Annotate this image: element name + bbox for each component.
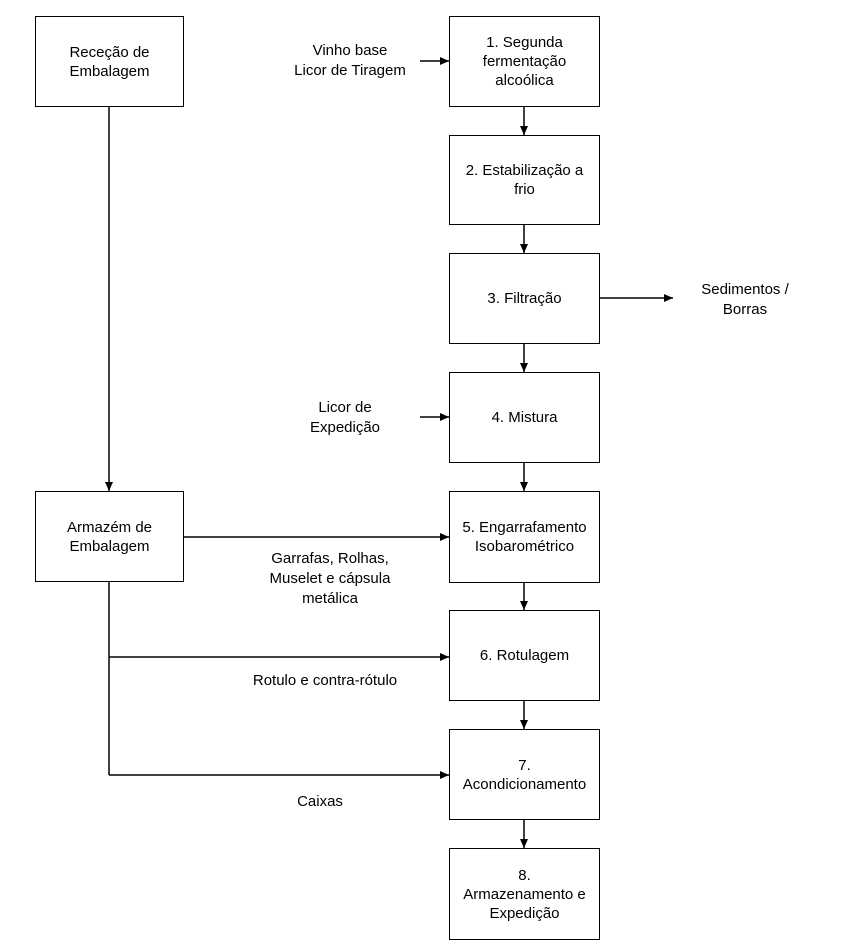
step-8-box: 8. Armazenamento e Expedição — [449, 848, 600, 940]
garrafas-label: Garrafas, Rolhas, Muselet e cápsula metá… — [269, 550, 391, 607]
licor-expedicao-label: Licor de Expedição — [309, 399, 381, 436]
step-4-box: 4. Mistura — [449, 372, 600, 463]
step-2-label: 2. Estabilização a frio — [465, 162, 584, 198]
step-7-box: 7. Acondicionamento — [449, 729, 600, 820]
step-3-label: 3. Filtração — [487, 290, 562, 307]
rotulo-label: Rotulo e contra-rótulo — [252, 672, 398, 689]
step-8-label: 8. Armazenamento e Expedição — [463, 866, 586, 922]
step-3-box: 3. Filtração — [449, 253, 600, 344]
caixas-label: Caixas — [297, 793, 343, 810]
vinho-base-label: Vinho base Licor de Tiragem — [294, 42, 406, 79]
step-1-box: 1. Segunda fermentação alcoólica — [449, 16, 600, 107]
step-5-box: 5. Engarrafamento Isobarométrico — [449, 491, 600, 583]
step-6-label: 6. Rotulagem — [479, 647, 570, 664]
step-1-label: 1. Segunda fermentação alcoólica — [482, 34, 567, 89]
step-4-label: 4. Mistura — [491, 409, 558, 426]
step-5-label: 5. Engarrafamento Isobarométrico — [462, 519, 587, 555]
sedimentos-label: Sedimentos / Borras — [701, 281, 789, 318]
step-2-box: 2. Estabilização a frio — [449, 135, 600, 225]
rececao-embalagem-box: Receção de Embalagem — [35, 16, 184, 107]
armazem-embalagem-label: Armazém de Embalagem — [66, 518, 153, 555]
step-6-box: 6. Rotulagem — [449, 610, 600, 701]
step-7-label: 7. Acondicionamento — [462, 756, 587, 793]
armazem-embalagem-box: Armazém de Embalagem — [35, 491, 184, 582]
rececao-embalagem-label: Receção de Embalagem — [69, 43, 150, 80]
